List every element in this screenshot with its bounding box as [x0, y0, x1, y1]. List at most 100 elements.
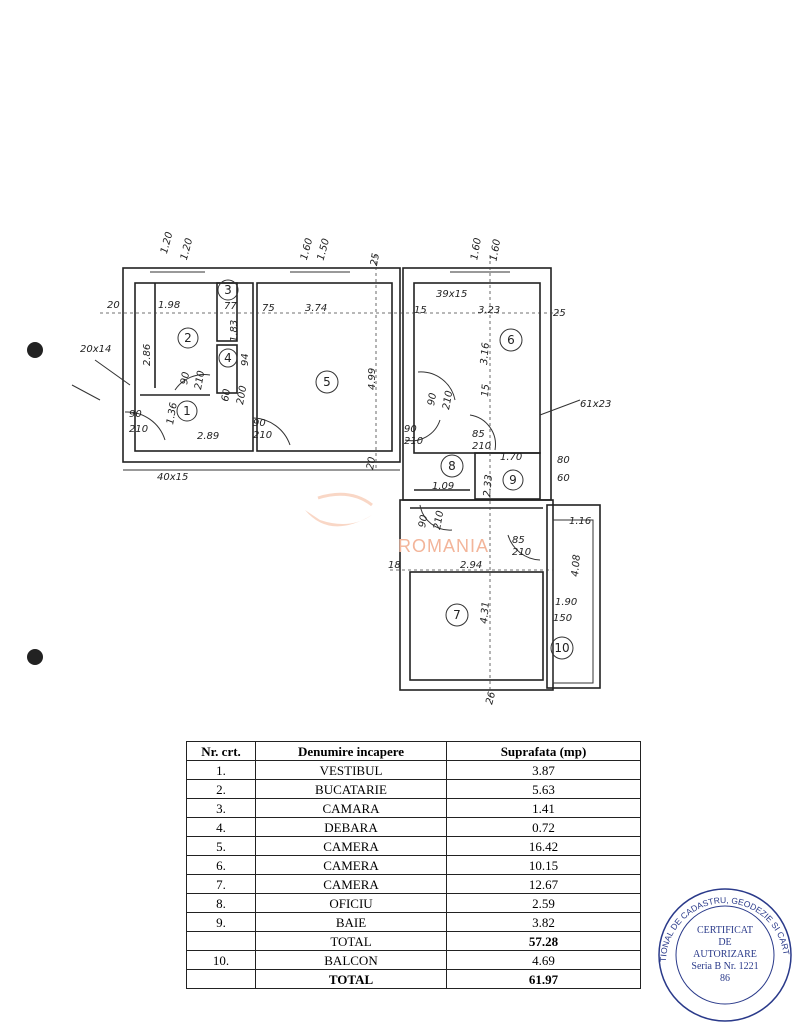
- dimension-label: 1.98: [158, 300, 180, 311]
- dimension-label: 60: [220, 388, 233, 402]
- dimension-label: 1.20: [159, 231, 175, 255]
- room-area-table: Nr. crt. Denumire incapere Suprafata (mp…: [186, 741, 641, 989]
- dimension-label: 2.94: [460, 560, 482, 571]
- dimension-label: 75: [262, 303, 275, 314]
- dimension-label: 1.60: [489, 238, 504, 262]
- room-marker-5: 5: [315, 370, 339, 394]
- stamp-line: DE: [718, 937, 731, 948]
- stamp-line: Seria B Nr. 1221: [691, 961, 758, 972]
- dimension-label: 1: [183, 404, 191, 418]
- dimension-label: 90: [404, 424, 417, 435]
- room-marker-4: 4: [218, 348, 238, 368]
- dimension-label: 1.20: [179, 237, 195, 261]
- room-marker-6: 6: [499, 328, 523, 352]
- dimension-label: 4: [224, 351, 232, 365]
- dimension-label: 210: [512, 547, 531, 558]
- dimension-label: 40x15: [157, 472, 188, 483]
- room-marker-7: 7: [445, 603, 469, 627]
- dimension-label: 1.36: [165, 402, 180, 426]
- header-room-name: Denumire incapere: [255, 741, 447, 761]
- walls: [71, 255, 601, 700]
- dimension-label: 4.99: [367, 368, 378, 390]
- room-marker-8: 8: [440, 454, 464, 478]
- dimension-label: 20x14: [80, 344, 111, 355]
- dimension-labels: 1.20 1.20 1.60 1.50 1.60 1.60 25 20 1.98…: [80, 231, 611, 706]
- room-marker-3: 3: [217, 279, 239, 301]
- room-marker-1: 1: [176, 400, 198, 422]
- dimension-label: 90: [417, 514, 430, 528]
- dimension-label: 210: [253, 430, 272, 441]
- dimension-label: 3: [224, 283, 232, 297]
- dimension-label: 210: [441, 390, 455, 411]
- dimension-label: 1.60: [299, 237, 315, 261]
- dimension-label: 150: [553, 613, 572, 624]
- dimension-label: 15: [480, 384, 492, 398]
- dimension-label: 2: [184, 331, 192, 345]
- dimension-label: 3.23: [478, 305, 500, 316]
- dimension-label: 2.86: [142, 344, 153, 366]
- dimension-label: 210: [432, 510, 446, 531]
- dimension-label: 20: [107, 300, 120, 311]
- room-marker-10: 10: [550, 636, 574, 660]
- dimension-label: 25: [369, 252, 382, 266]
- dimension-label: 210: [404, 436, 423, 447]
- dimension-label: 90: [426, 392, 439, 406]
- dimension-label: 1.16: [569, 516, 591, 527]
- dimension-label: 1.83: [229, 320, 240, 342]
- dimension-label: 4.08: [570, 554, 583, 577]
- dimension-label: 77: [224, 301, 237, 312]
- punch-hole-bottom: [27, 649, 43, 665]
- room-numbers: 1 2 3 4 5 6 7 8 9 10: [176, 279, 574, 660]
- dimension-label: 85: [472, 429, 485, 440]
- dimension-label: 90: [129, 409, 142, 420]
- dimension-label: 10: [554, 641, 569, 655]
- dimension-label: 8: [448, 459, 456, 473]
- dimension-label: 7: [453, 608, 461, 622]
- dimension-label: 1.90: [555, 597, 577, 608]
- dimension-label: 80: [557, 455, 570, 466]
- authorization-stamp: TIONAL DE CADASTRU, GEODEZIE SI CART CER…: [658, 888, 792, 1022]
- dimension-label: 6: [507, 333, 515, 347]
- dimension-label: 1.70: [500, 452, 522, 463]
- dimension-label: 90: [253, 418, 266, 429]
- dimension-label: 15: [414, 305, 427, 316]
- dimension-label: 1.09: [432, 481, 454, 492]
- dimension-label: 200: [235, 385, 249, 406]
- table-header-row: Nr. crt. Denumire incapere Suprafata (mp…: [186, 741, 641, 761]
- dimension-label: 60: [557, 473, 570, 484]
- dimension-label: 5: [323, 375, 331, 389]
- header-nr: Nr. crt.: [186, 741, 256, 761]
- dimension-label: 25: [553, 308, 566, 319]
- dimension-label: 20: [365, 456, 378, 470]
- dimension-label: 26: [484, 691, 498, 706]
- dimension-label: 3.16: [479, 342, 492, 365]
- stamp-line: CERTIFICAT: [697, 925, 753, 936]
- room-marker-2: 2: [177, 327, 199, 349]
- dimension-label: 9: [509, 473, 517, 487]
- dimension-label: 2.33: [482, 474, 495, 497]
- punch-hole-top: [27, 342, 43, 358]
- watermark-logo: [305, 492, 373, 527]
- dimension-label: 1.60: [469, 237, 484, 261]
- stamp-line: AUTORIZARE: [693, 949, 757, 960]
- room-marker-9: 9: [502, 469, 524, 491]
- stamp-line: 86: [720, 973, 730, 984]
- dimension-label: 210: [129, 424, 148, 435]
- dimension-label: 39x15: [436, 289, 467, 300]
- dimension-label: 94: [240, 353, 251, 366]
- dimension-label: 1.50: [316, 237, 332, 261]
- dimension-label: 210: [472, 441, 491, 452]
- dimension-label: 85: [512, 535, 525, 546]
- dimension-label: 4.31: [479, 601, 492, 624]
- dimension-label: 18: [388, 560, 401, 571]
- watermark-text: ROMANIA: [398, 536, 490, 556]
